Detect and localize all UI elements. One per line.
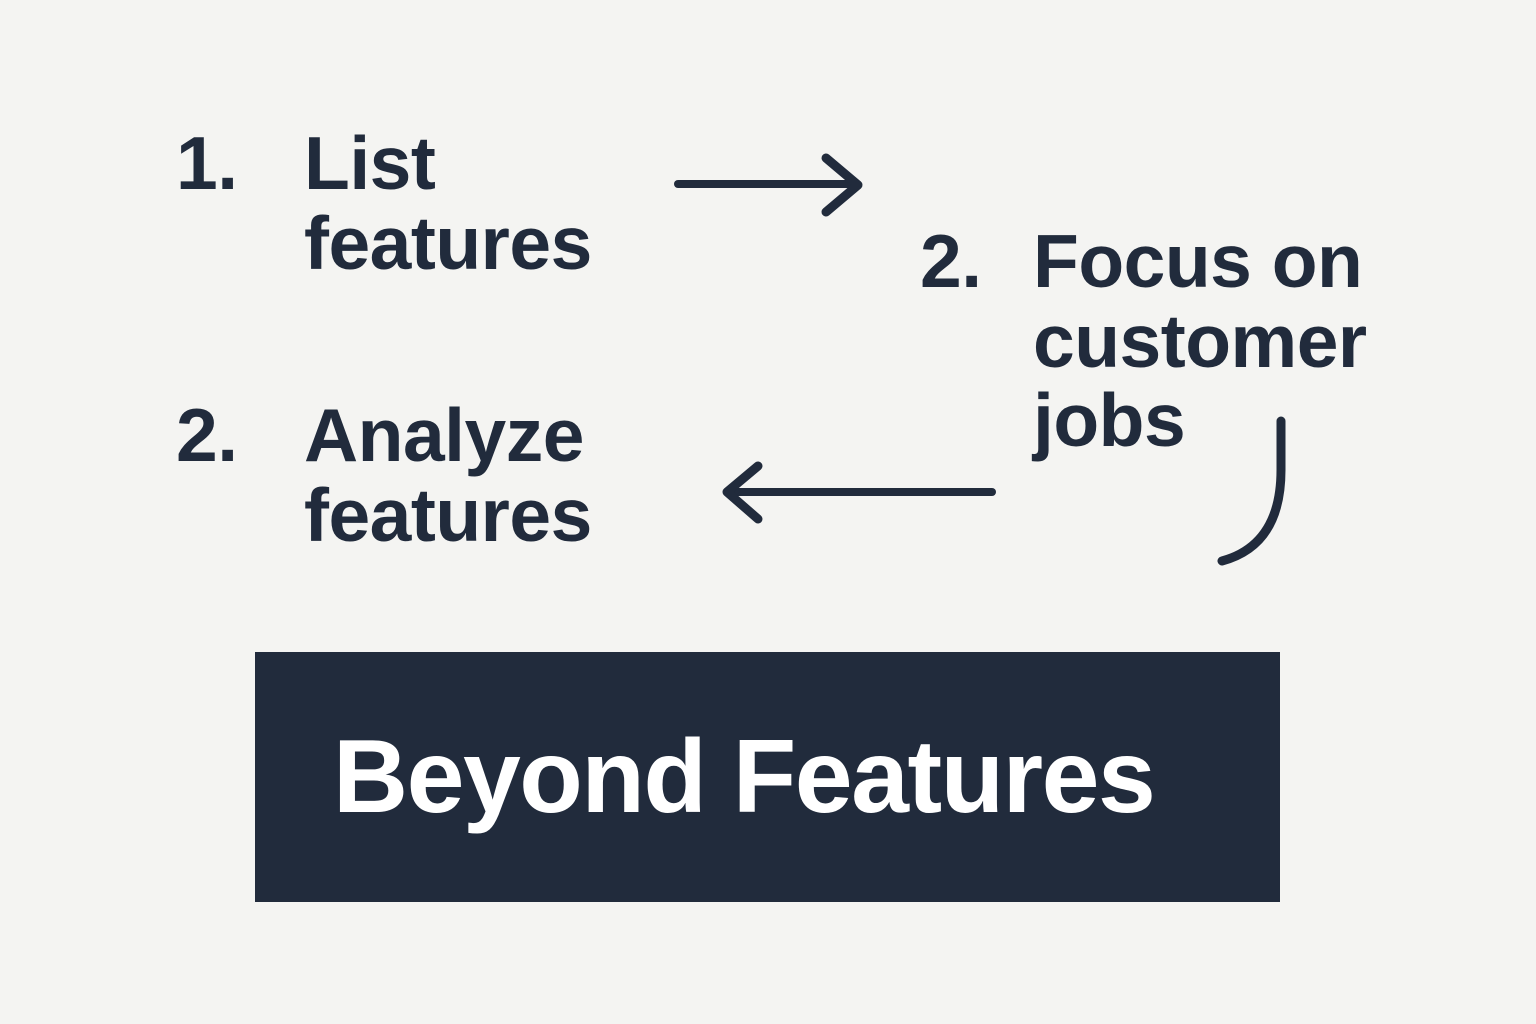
banner-title: Beyond Features [333, 719, 1156, 835]
step-number-2-left: 2. [176, 393, 238, 477]
step-focus-customer-jobs: 2. Focus on customer jobs [920, 219, 1420, 462]
step-analyze-features: 2. Analyze features [176, 393, 696, 557]
arrow-left-icon [722, 461, 996, 524]
step-number-1: 1. [176, 121, 238, 205]
step-label-focus-customer-jobs: Focus on customer jobs [1033, 219, 1367, 462]
step-label-list-features: List features [304, 121, 592, 285]
step-label-analyze-features: Analyze features [304, 393, 592, 557]
step-list-features: 1. List features [176, 121, 696, 285]
beyond-features-banner: Beyond Features [255, 652, 1280, 902]
step-number-2-right: 2. [920, 219, 982, 303]
arrow-right-icon [674, 153, 863, 217]
